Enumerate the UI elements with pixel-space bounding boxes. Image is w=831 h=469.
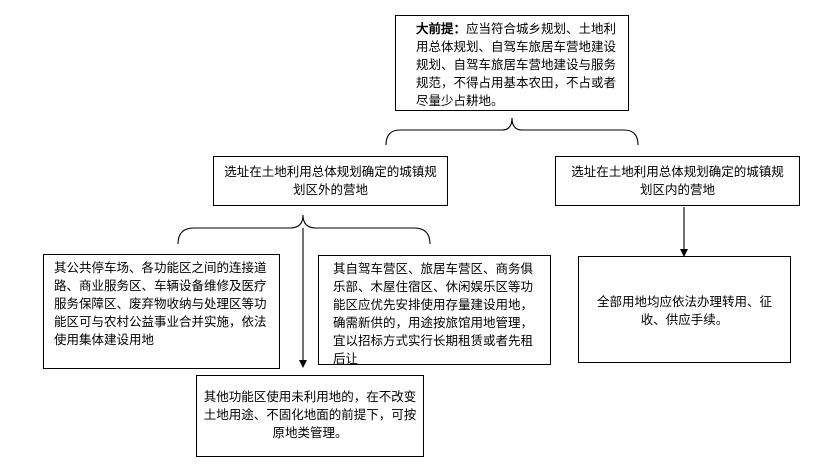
inside-urban-area-text: 选址在土地利用总体规划确定的城镇规划区内的营地 (571, 164, 784, 197)
unused-land-text: 其他功能区使用未利用地的，在不改变土地用途、不固化地面的前提下，可按原地类管理。 (203, 389, 417, 440)
premise-text: 应当符合城乡规划、土地利用总体规划、自驾车旅居车营地建设规划、自驾车旅居车营地建… (416, 21, 617, 108)
unused-land-box: 其他功能区使用未利用地的，在不改变土地用途、不固化地面的前提下，可按原地类管理。 (196, 375, 424, 457)
top-brace (385, 117, 639, 146)
inside-procedure-text: 全部用地均应依法办理转用、征收、供应手续。 (596, 294, 772, 327)
left-brace (177, 214, 431, 245)
outside-urban-area-box: 选址在土地利用总体规划确定的城镇规划区外的营地 (213, 156, 448, 206)
premise-box: 大前提：应当符合城乡规划、土地利用总体规划、自驾车旅居车营地建设规划、自驾车旅居… (395, 15, 629, 111)
collective-land-text: 其公共停车场、各功能区之间的连接道路、商业服务区、车辆设备维修及医疗服务保障区、… (54, 260, 267, 347)
stock-land-box: 其自驾车营区、旅居车营区、商务俱乐部、木屋住宿区、休闲娱乐区等功能区应优先安排使… (318, 255, 551, 366)
stock-land-text: 其自驾车营区、旅居车营区、商务俱乐部、木屋住宿区、休闲娱乐区等功能区应优先安排使… (333, 261, 534, 366)
collective-land-box: 其公共停车场、各功能区之间的连接道路、商业服务区、车辆设备维修及医疗服务保障区、… (43, 254, 280, 369)
premise-title: 大前提： (416, 21, 467, 36)
inside-procedure-box: 全部用地均应依法办理转用、征收、供应手续。 (578, 256, 791, 363)
outside-urban-area-text: 选址在土地利用总体规划确定的城镇规划区外的营地 (224, 164, 437, 197)
inside-urban-area-box: 选址在土地利用总体规划确定的城镇规划区内的营地 (555, 156, 800, 206)
